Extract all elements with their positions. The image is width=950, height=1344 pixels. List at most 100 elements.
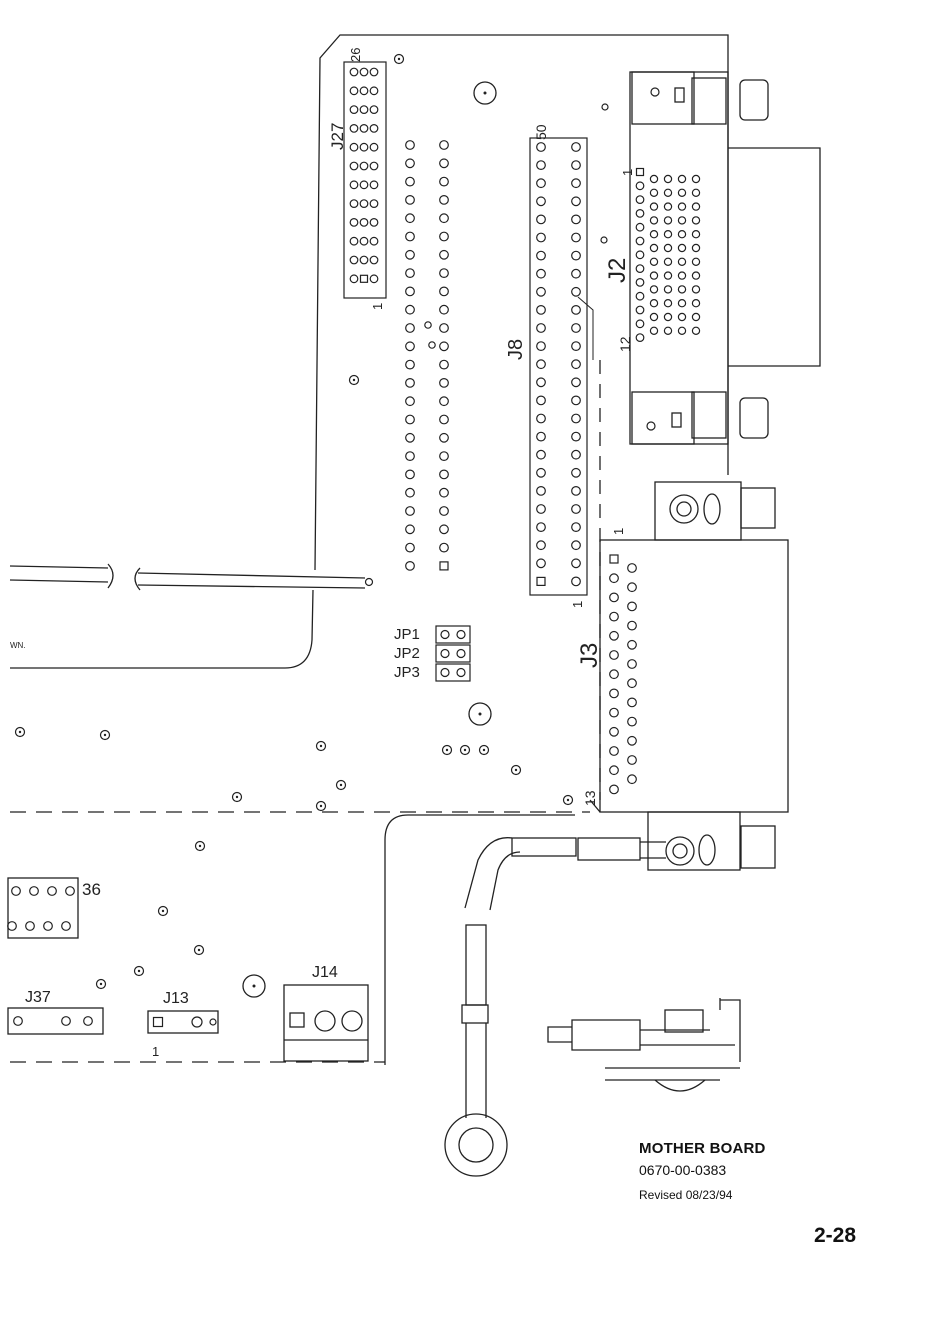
pin: [650, 203, 657, 210]
pin-col2: [440, 287, 449, 296]
pin-col2: [440, 434, 449, 443]
pin: [350, 275, 358, 283]
pin: [360, 219, 368, 227]
pin-col1: [406, 269, 415, 278]
pin: [628, 679, 637, 688]
pin: [441, 631, 449, 639]
pin: [84, 1017, 93, 1026]
pin: [457, 631, 465, 639]
pin: [370, 162, 378, 170]
pin: [692, 244, 699, 251]
pin: [692, 313, 699, 320]
pin-col1: [406, 324, 415, 333]
pin: [537, 469, 546, 478]
pin: [370, 275, 378, 283]
pin: [350, 106, 358, 114]
pin: [572, 342, 581, 351]
via-center: [398, 58, 400, 60]
pin-col1: [406, 287, 415, 296]
j3-screw-top: [741, 488, 775, 528]
pin: [537, 396, 546, 405]
connector-j2: [601, 72, 820, 444]
pin: [650, 258, 657, 265]
j2-latch: [675, 88, 684, 102]
pin: [692, 327, 699, 334]
pin: [572, 487, 581, 496]
pin: [457, 650, 465, 658]
pin: [350, 256, 358, 264]
pin: [692, 203, 699, 210]
jumpers: [436, 626, 470, 681]
pin-col2: [440, 452, 449, 461]
label-jp2: JP2: [394, 645, 420, 662]
pin: [664, 175, 671, 182]
j27-outline: [344, 62, 386, 298]
pin-1-square: [440, 562, 448, 570]
pin: [537, 251, 546, 260]
pin: [441, 650, 449, 658]
pin: [678, 286, 685, 293]
pin: [572, 577, 581, 586]
j13-outline: [148, 1011, 218, 1033]
pin: [572, 251, 581, 260]
j3-nut-bottom-inner: [673, 844, 687, 858]
j2-screw-bottom: [740, 398, 768, 438]
cable-line: [138, 585, 365, 588]
via-center: [100, 983, 102, 985]
j14-pin1: [290, 1013, 304, 1027]
pin: [572, 469, 581, 478]
pin-1-square: [610, 555, 618, 563]
pin: [628, 641, 637, 650]
ground-wire: [445, 838, 740, 1176]
via-center: [162, 910, 164, 912]
pin-col1: [406, 196, 415, 205]
pin: [636, 306, 644, 314]
mounting-holes-and-vias: [16, 55, 573, 998]
pin-col1: [406, 342, 415, 351]
pin: [650, 189, 657, 196]
j3-washer: [699, 835, 715, 865]
label-j8-pin50: 50: [533, 124, 549, 140]
pin: [664, 244, 671, 251]
pin-col2: [440, 397, 449, 406]
pin: [26, 922, 35, 931]
label-j3: J3: [576, 643, 603, 668]
pin: [441, 669, 449, 677]
pin-col1: [406, 159, 415, 168]
pin: [678, 231, 685, 238]
revision-line: Revised 08/23/94: [639, 1188, 766, 1202]
j2-screw-top: [740, 80, 768, 120]
pin: [664, 217, 671, 224]
pin-col2: [440, 214, 449, 223]
ring-terminal: [445, 1114, 507, 1176]
pin: [636, 237, 644, 245]
pin: [628, 756, 637, 765]
pin: [537, 288, 546, 297]
pin-1-square: [361, 275, 368, 282]
pin: [30, 887, 39, 896]
pin: [370, 87, 378, 95]
pin: [62, 1017, 71, 1026]
label-j3-pin1: 1: [611, 528, 626, 535]
pin-col2: [440, 177, 449, 186]
pin: [572, 215, 581, 224]
pin: [650, 217, 657, 224]
pin-1-square: [537, 577, 545, 585]
side-view-plate: [605, 1030, 740, 1080]
j14-outline: [284, 985, 368, 1061]
pin: [537, 360, 546, 369]
pin: [537, 197, 546, 206]
pin: [650, 175, 657, 182]
pin: [537, 450, 546, 459]
label-jp3: JP3: [394, 664, 420, 681]
pin: [636, 265, 644, 273]
cable: [10, 564, 373, 590]
pin: [678, 272, 685, 279]
pin: [628, 775, 637, 784]
lug-tab: [640, 842, 666, 858]
j3-nut-top: [670, 495, 698, 523]
label-j8: J8: [505, 339, 527, 360]
j2-shell: [630, 72, 728, 444]
pin-col2: [440, 196, 449, 205]
